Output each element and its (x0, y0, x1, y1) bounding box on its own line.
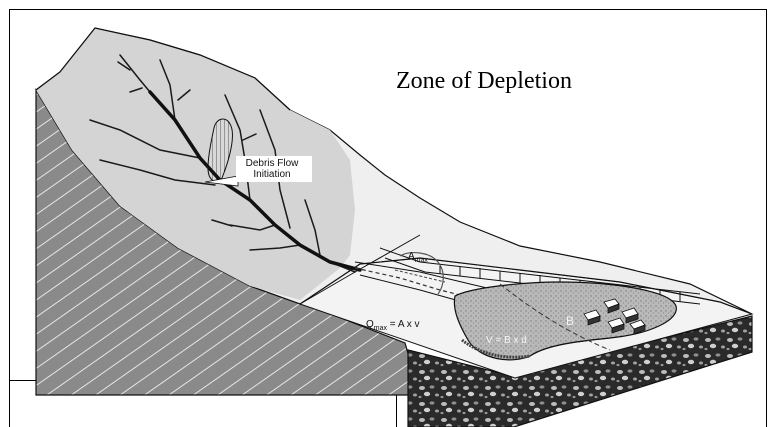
q-max-subscript: max (374, 325, 387, 332)
b-label: B (566, 314, 574, 328)
volume-formula-label: V = B x d (486, 335, 527, 346)
a-max-base: A (408, 251, 415, 262)
q-max-base: Q (366, 319, 374, 330)
a-max-subscript: max (415, 257, 428, 264)
diagram-title: Zone of Depletion (396, 68, 572, 95)
debris-flow-initiation-line1: Debris Flow (232, 158, 312, 169)
q-max-formula: = A x v (390, 319, 420, 330)
debris-flow-initiation-label: Debris Flow Initiation (232, 158, 312, 180)
a-max-label: Amax (408, 251, 428, 264)
q-max-formula-label: Qmax = A x v (366, 319, 420, 332)
debris-flow-initiation-line2: Initiation (232, 169, 312, 180)
